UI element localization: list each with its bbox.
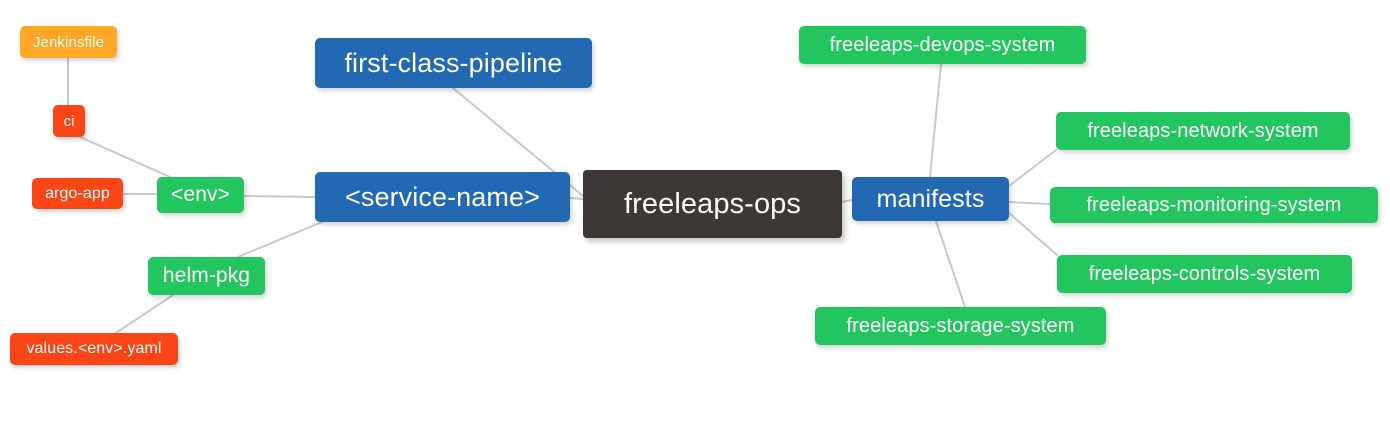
node-env[interactable]: <env> xyxy=(157,177,244,213)
node-label: Jenkinsfile xyxy=(32,33,105,51)
node-manifests[interactable]: manifests xyxy=(852,177,1009,221)
node-label: <service-name> xyxy=(345,181,540,212)
node-label: manifests xyxy=(876,184,985,213)
edge-service-name-to-env xyxy=(243,195,316,198)
node-label: freeleaps-ops xyxy=(623,187,801,220)
node-values-env-yaml[interactable]: values.<env>.yaml xyxy=(10,333,178,365)
node-label: freeleaps-network-system xyxy=(1087,119,1319,142)
node-argo-app[interactable]: argo-app xyxy=(32,178,123,209)
node-first-class-pipeline[interactable]: first-class-pipeline xyxy=(315,38,592,88)
edge-manifests-to-freeleaps-monitoring-system xyxy=(1008,201,1051,205)
node-label: first-class-pipeline xyxy=(344,47,563,78)
node-freeleaps-network-system[interactable]: freeleaps-network-system xyxy=(1056,112,1350,150)
node-label: argo-app xyxy=(45,184,110,202)
node-jenkinsfile[interactable]: Jenkinsfile xyxy=(20,26,117,58)
edge-manifests-to-freeleaps-devops-system xyxy=(929,63,942,178)
edge-manifests-to-freeleaps-controls-system xyxy=(1008,212,1058,256)
node-label: <env> xyxy=(171,183,230,206)
node-ci[interactable]: ci xyxy=(53,105,85,137)
node-freeleaps-ops[interactable]: freeleaps-ops xyxy=(583,170,842,238)
edge-manifests-to-freeleaps-network-system xyxy=(1008,149,1057,187)
edge-freeleaps-ops-to-manifests xyxy=(841,199,853,203)
node-freeleaps-devops-system[interactable]: freeleaps-devops-system xyxy=(799,26,1086,64)
edge-manifests-to-freeleaps-storage-system xyxy=(935,220,966,308)
node-label: freeleaps-devops-system xyxy=(829,33,1056,56)
node-label: freeleaps-storage-system xyxy=(846,314,1075,337)
node-label: ci xyxy=(63,112,75,130)
node-freeleaps-storage-system[interactable]: freeleaps-storage-system xyxy=(815,307,1106,345)
node-label: freeleaps-controls-system xyxy=(1088,262,1321,285)
edge-freeleaps-ops-to-service-name xyxy=(569,197,584,200)
edge-helm-pkg-to-values-env-yaml xyxy=(115,294,174,334)
edge-service-name-to-helm-pkg xyxy=(237,221,323,258)
node-label: values.<env>.yaml xyxy=(26,340,162,357)
node-label: freeleaps-monitoring-system xyxy=(1086,193,1342,216)
node-service-name[interactable]: <service-name> xyxy=(315,172,570,222)
node-helm-pkg[interactable]: helm-pkg xyxy=(148,257,265,295)
node-label: helm-pkg xyxy=(162,264,251,287)
edge-env-to-ci xyxy=(79,136,171,178)
node-freeleaps-controls-system[interactable]: freeleaps-controls-system xyxy=(1057,255,1352,293)
node-freeleaps-monitoring-system[interactable]: freeleaps-monitoring-system xyxy=(1050,187,1378,223)
